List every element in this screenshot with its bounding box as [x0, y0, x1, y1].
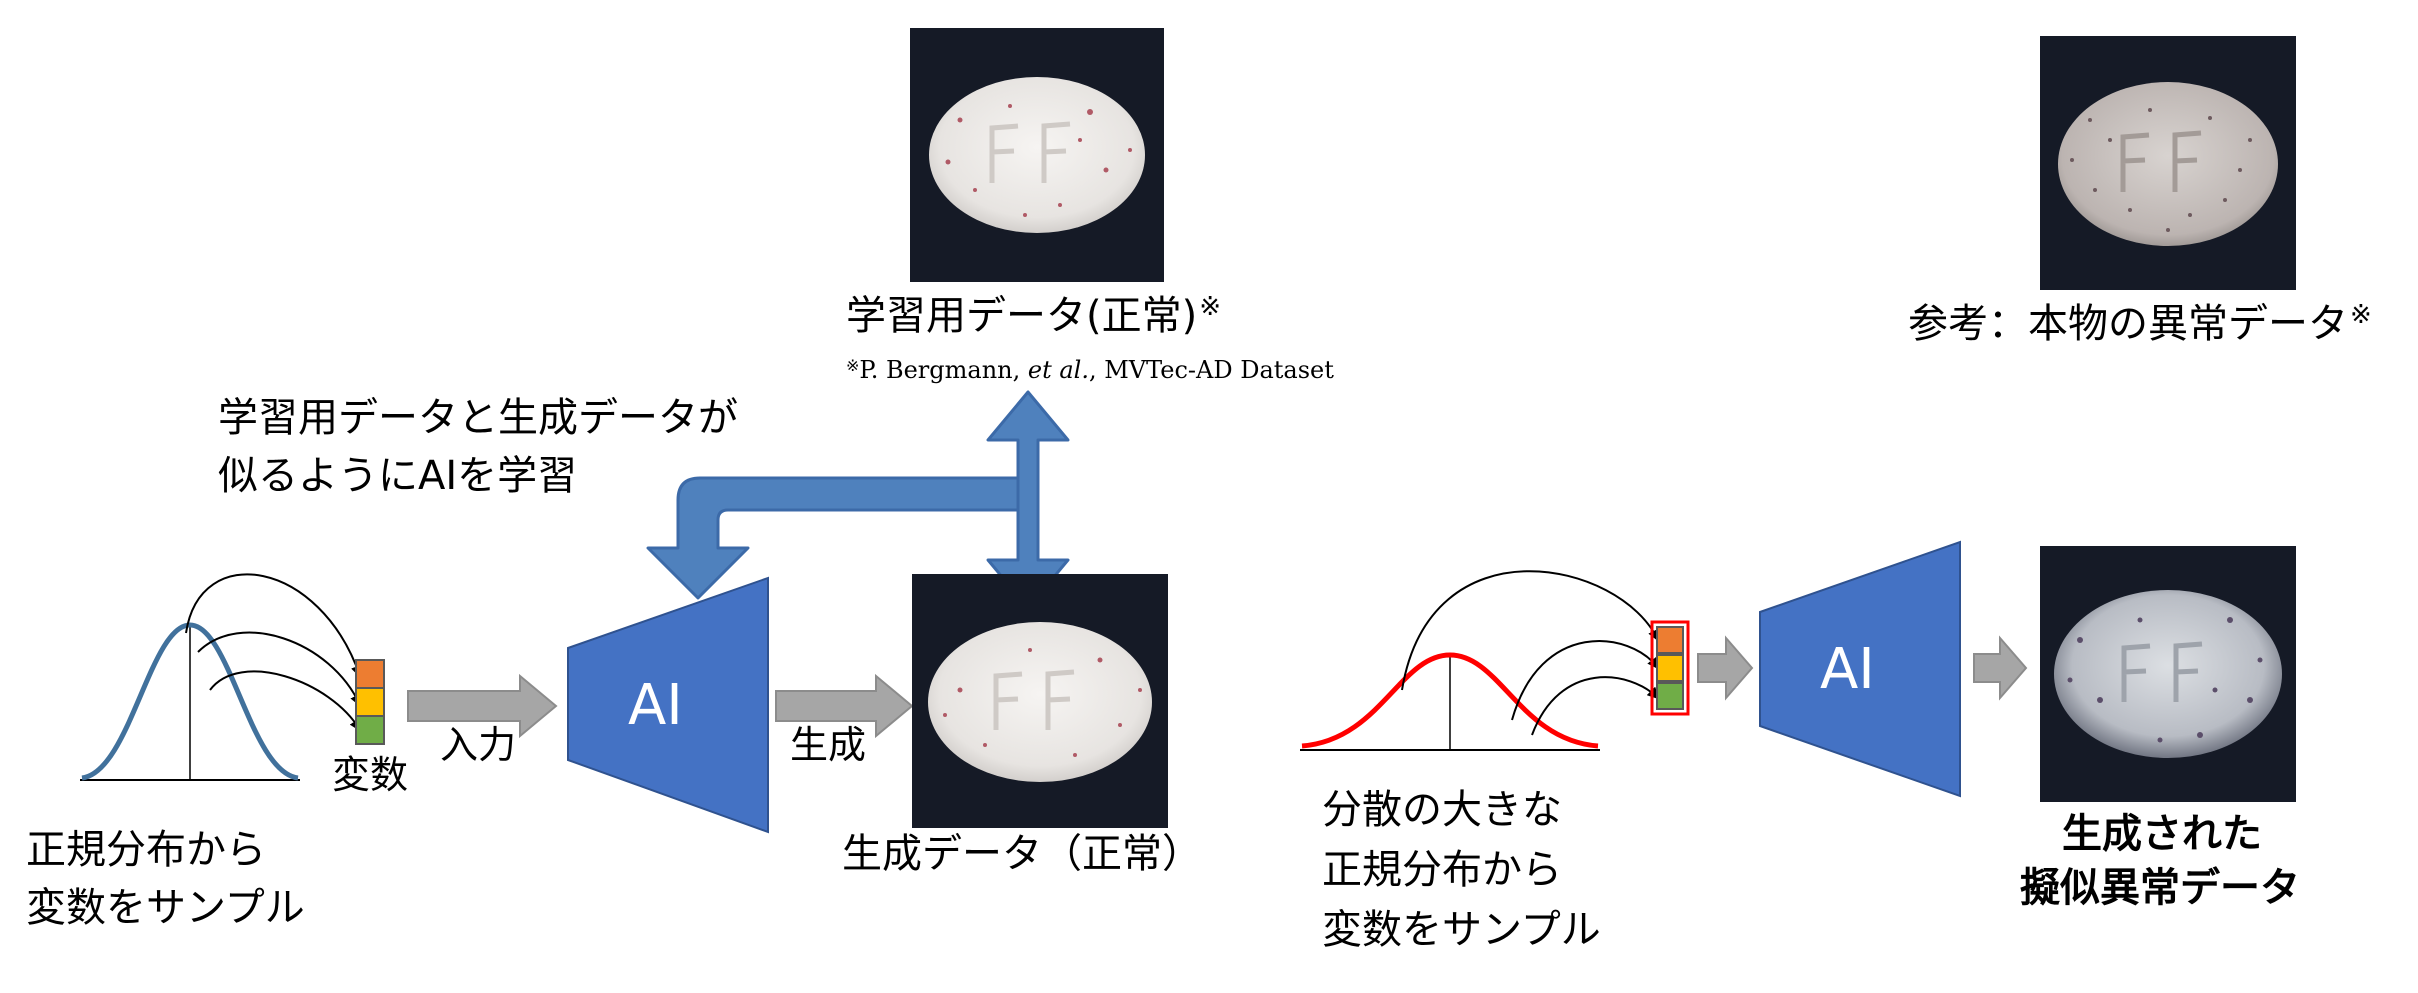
generate-arrow-right: [1973, 635, 2028, 701]
variable-vector-right: [1650, 620, 1690, 716]
variable-highlight-frame: [1650, 620, 1690, 716]
ai-label-right: AI: [1820, 637, 1875, 702]
generate-label: 生成: [790, 723, 867, 767]
variable-vector-left: [355, 659, 385, 745]
sample-caption-line2: 変数をサンプル: [26, 885, 305, 931]
variable-cell-green-right: [1656, 682, 1684, 710]
normal-distribution: [80, 622, 300, 781]
variable-cell-orange: [355, 659, 385, 689]
generated-normal-label: 生成データ（正常）: [842, 831, 1202, 877]
training-caption-line1: 学習用データと生成データが: [218, 395, 738, 441]
generated-normal-pill: [928, 622, 1152, 782]
generated-normal-specks: [943, 648, 1142, 757]
normal-curve: [81, 622, 299, 781]
variable-cell-orange-right: [1656, 626, 1684, 654]
wide-normal-distribution: [1300, 652, 1600, 751]
input-arrow-right: [1697, 635, 1754, 701]
generate-arrow: [775, 673, 914, 739]
wide-caption-line2: 正規分布から: [1322, 847, 1562, 893]
reference-pill-specks: [2070, 108, 2252, 232]
reference-pill-imprint: [2120, 130, 2202, 192]
dataset-citation: ※P. Bergmann, et al., MVTec-AD Dataset: [846, 356, 1334, 384]
sample-caption-line1: 正規分布から: [26, 827, 266, 873]
feedback-vertical-arrow: [986, 390, 1070, 610]
variable-cell-yellow-right: [1656, 654, 1684, 682]
training-pill-imprint: [989, 121, 1071, 183]
training-data-label: 学習用データ(正常)※: [846, 292, 1222, 339]
wide-caption-line3: 変数をサンプル: [1322, 907, 1601, 953]
feedback-elbow-arrow: [646, 476, 1022, 600]
input-label: 入力: [440, 723, 517, 767]
result-caption-line2: 擬似異常データ: [2020, 865, 2300, 911]
training-pill: [929, 77, 1145, 233]
reference-anomaly-image: [2040, 36, 2296, 290]
training-data-image: [910, 28, 1164, 282]
reference-anomaly-label: 参考：本物の異常データ※: [1908, 300, 2372, 347]
sampling-arrows-right: [1401, 570, 1660, 736]
variable-cell-yellow: [355, 687, 385, 717]
result-caption-line1: 生成された: [2062, 811, 2262, 857]
training-caption-line2: 似るようにAIを学習: [218, 453, 578, 499]
generated-normal-image: [912, 574, 1168, 828]
training-pill-specks: [945, 104, 1132, 217]
variable-cell-green: [355, 715, 385, 745]
generated-anomaly-image: [2040, 546, 2296, 802]
ai-label-left: AI: [628, 673, 683, 738]
wide-caption-line1: 分散の大きな: [1322, 787, 1562, 833]
ai-generator-left: [567, 576, 769, 834]
reference-pill: [2058, 82, 2278, 246]
generated-anomaly-specks: [2067, 617, 2263, 743]
input-arrow: [407, 673, 558, 739]
generated-anomaly-imprint: [2121, 641, 2203, 702]
ai-generator-right: [1759, 540, 1961, 798]
variable-label: 変数: [332, 753, 409, 797]
generated-anomaly-pill: [2054, 590, 2282, 758]
training-feedback-arrow: [646, 390, 1070, 610]
sampling-arrows-left: [185, 573, 363, 732]
wide-curve: [1301, 652, 1599, 749]
generated-normal-imprint: [993, 669, 1075, 730]
